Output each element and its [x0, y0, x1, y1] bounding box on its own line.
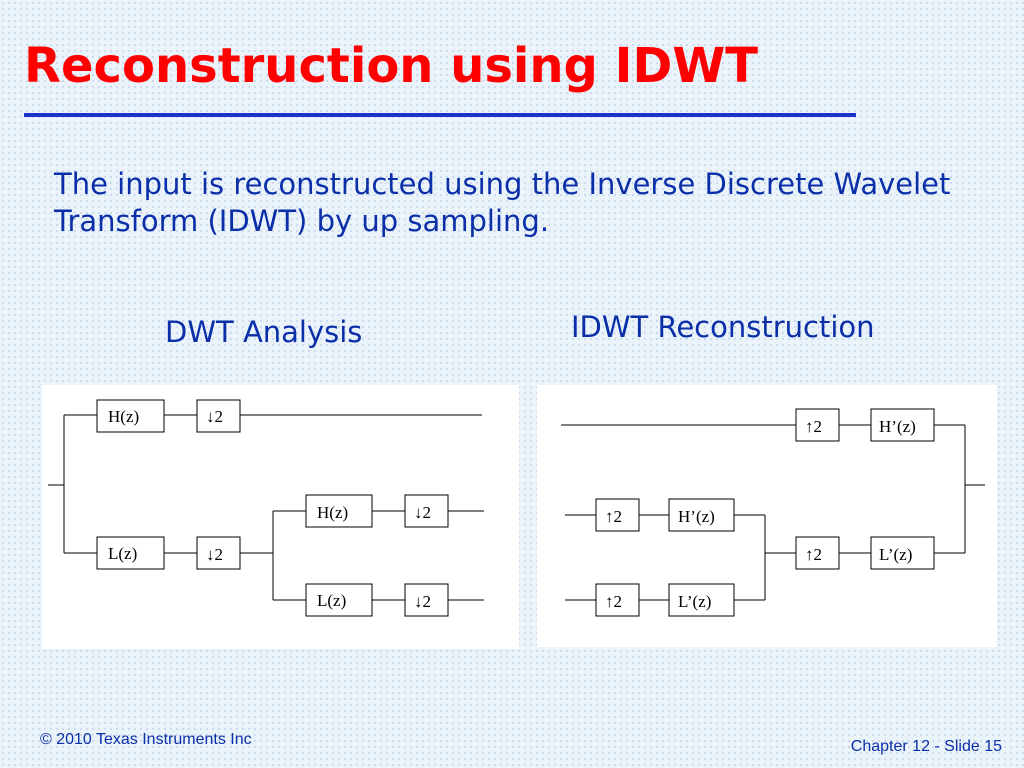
l-prime-filter-box: [870, 536, 935, 570]
title-underline: [24, 113, 856, 117]
h-filter-label: H(z): [108, 407, 139, 426]
upsample-box: [795, 536, 840, 570]
copyright-footer: © 2010 Texas Instruments Inc: [40, 731, 252, 748]
h-filter-label: H(z): [317, 503, 348, 522]
l-prime-filter-box: [668, 583, 735, 617]
l-prime-label: L’(z): [678, 592, 711, 611]
slide-title: Reconstruction using IDWT: [24, 38, 759, 94]
l-filter-box: [96, 536, 165, 570]
downsample-box: [196, 399, 241, 433]
idwt-reconstruction-svg: ↑2 H’(z) ↑2 H’(z) ↑2 L’(z) ↑2 L’(z): [561, 408, 985, 617]
downsample-label: ↓2: [206, 545, 223, 564]
h-prime-label: H’(z): [678, 507, 715, 526]
dwt-analysis-caption: DWT Analysis: [165, 315, 363, 349]
upsample-box: [595, 498, 640, 532]
upsample-box: [795, 408, 840, 442]
idwt-reconstruction-diagram: ↑2 H’(z) ↑2 H’(z) ↑2 L’(z) ↑2 L’(z): [537, 385, 997, 647]
downsample-label: ↓2: [414, 503, 431, 522]
h-prime-filter-box: [668, 498, 735, 532]
dwt-analysis-svg: H(z) ↓2 L(z) ↓2 H(z) ↓2 L(z) ↓2: [48, 399, 484, 617]
l-filter-label: L(z): [317, 591, 346, 610]
downsample-label: ↓2: [206, 407, 223, 426]
downsample-label: ↓2: [414, 592, 431, 611]
upsample-label: ↑2: [805, 417, 822, 436]
downsample-box: [196, 536, 241, 570]
upsample-label: ↑2: [605, 592, 622, 611]
downsample-box: [404, 494, 449, 528]
l-prime-label: L’(z): [879, 545, 912, 564]
l-filter-box: [305, 583, 373, 617]
intro-text: The input is reconstructed using the Inv…: [54, 167, 951, 238]
upsample-label: ↑2: [805, 545, 822, 564]
h-prime-filter-box: [870, 408, 935, 442]
l-filter-label: L(z): [108, 544, 137, 563]
upsample-label: ↑2: [605, 507, 622, 526]
h-prime-label: H’(z): [879, 417, 916, 436]
downsample-box: [404, 583, 449, 617]
idwt-reconstruction-caption: IDWT Reconstruction: [571, 310, 875, 344]
dwt-analysis-diagram: H(z) ↓2 L(z) ↓2 H(z) ↓2 L(z) ↓2: [42, 385, 519, 649]
h-filter-box: [96, 399, 165, 433]
slide-number-footer: Chapter 12 - Slide 15: [850, 738, 1002, 755]
h-filter-box: [305, 494, 373, 528]
upsample-box: [595, 583, 640, 617]
